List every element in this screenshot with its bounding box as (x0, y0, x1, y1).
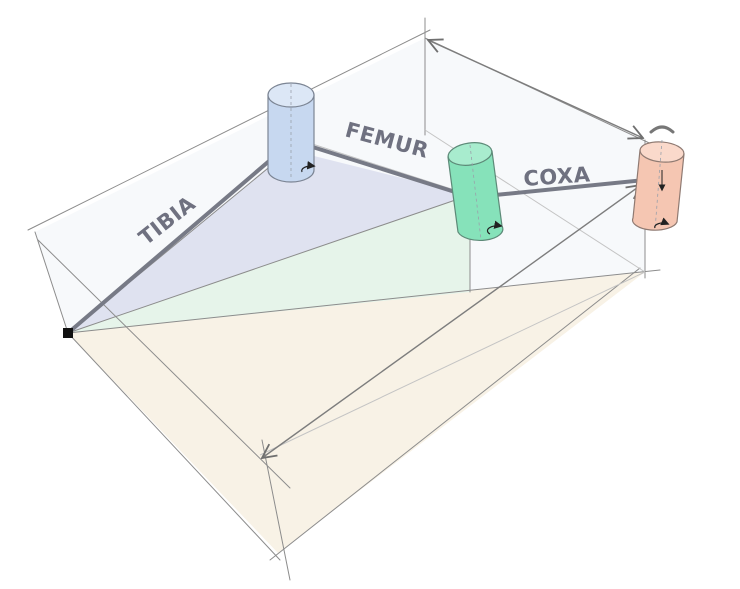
rotation-arrow-icon (486, 220, 503, 235)
coxa-segment (483, 178, 647, 198)
tibia-segment (66, 148, 284, 335)
foot-point-icon (63, 328, 73, 338)
top-dimension-arrow (428, 40, 643, 138)
rotation-arrow-icon (649, 125, 675, 134)
femur-segment (298, 141, 457, 194)
tibia-joint (267, 82, 316, 183)
dimension-arrows (262, 40, 643, 458)
femur-joint (447, 142, 504, 241)
leg-segments (66, 141, 647, 335)
coxa-joint (631, 125, 685, 231)
rotation-arrow-icon (301, 161, 316, 173)
diagonal-dimension-arrow (262, 185, 641, 458)
coxa-label: COXA (523, 162, 592, 191)
rotation-arrow-icon (654, 217, 670, 229)
